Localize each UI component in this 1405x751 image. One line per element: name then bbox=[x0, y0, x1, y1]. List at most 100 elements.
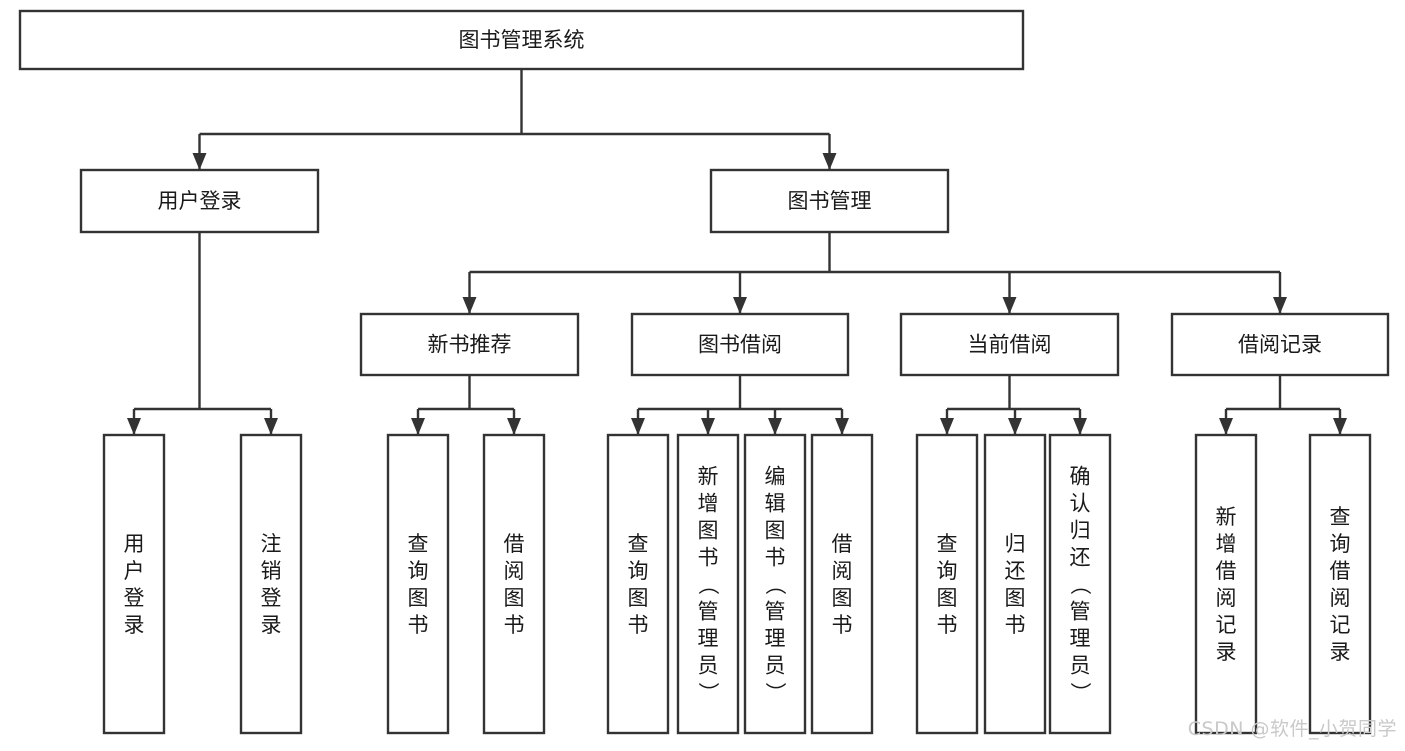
svg-text:辑: 辑 bbox=[765, 492, 786, 516]
svg-text:书: 书 bbox=[628, 613, 649, 637]
node-box-leaf-add-borrow-record[interactable] bbox=[1194, 433, 1258, 735]
svg-text:图: 图 bbox=[504, 586, 525, 610]
node-box-current-borrow[interactable] bbox=[899, 312, 1120, 377]
arrow-head-icon bbox=[1333, 418, 1347, 435]
node-box-leaf-confirm-return[interactable] bbox=[1048, 433, 1112, 735]
svg-text:还: 还 bbox=[1070, 546, 1091, 570]
level2-node[interactable]: 借阅记录 bbox=[1170, 312, 1390, 377]
arrow-head-icon bbox=[1073, 418, 1087, 435]
svg-text:书: 书 bbox=[765, 546, 786, 570]
svg-text:记: 记 bbox=[1216, 613, 1237, 637]
svg-text:查: 查 bbox=[408, 532, 429, 556]
node-box-leaf-edit-book[interactable] bbox=[743, 433, 807, 735]
svg-text:借: 借 bbox=[832, 532, 853, 556]
svg-text:查: 查 bbox=[628, 532, 649, 556]
svg-text:录: 录 bbox=[124, 613, 145, 637]
node-label-borrow-record: 借阅记录 bbox=[1238, 333, 1322, 357]
node-box-leaf-query-book-borrow[interactable] bbox=[606, 433, 670, 735]
svg-text:户: 户 bbox=[124, 559, 145, 583]
svg-text:（: （ bbox=[1068, 574, 1092, 595]
node-box-book-borrow[interactable] bbox=[630, 312, 850, 377]
svg-text:理: 理 bbox=[1070, 627, 1091, 651]
node-box-leaf-query-book-current[interactable] bbox=[915, 433, 979, 735]
svg-text:询: 询 bbox=[628, 559, 649, 583]
svg-text:确: 确 bbox=[1070, 465, 1091, 489]
node-box-user-login[interactable] bbox=[79, 168, 320, 234]
node-box-leaf-borrow-book-recommend[interactable] bbox=[482, 433, 546, 735]
svg-text:）: ） bbox=[1068, 682, 1092, 703]
svg-text:图: 图 bbox=[937, 586, 958, 610]
node-box-leaf-user-login[interactable] bbox=[102, 433, 166, 735]
arrow-head-icon bbox=[1273, 297, 1287, 314]
svg-text:询: 询 bbox=[1330, 532, 1351, 556]
svg-text:编: 编 bbox=[765, 465, 786, 489]
arrow-head-icon bbox=[940, 418, 954, 435]
csdn-watermark: CSDN @软件_小贺同学 bbox=[1187, 718, 1397, 740]
node-box-leaf-borrow-book[interactable] bbox=[810, 433, 874, 735]
node-box-leaf-query-book-recommend[interactable] bbox=[386, 433, 450, 735]
arrow-head-icon bbox=[1219, 418, 1233, 435]
svg-text:书: 书 bbox=[504, 613, 525, 637]
arrow-head-icon bbox=[507, 418, 521, 435]
svg-text:书: 书 bbox=[937, 613, 958, 637]
level2-node[interactable]: 当前借阅 bbox=[899, 312, 1120, 377]
svg-text:录: 录 bbox=[1216, 640, 1237, 664]
svg-text:登: 登 bbox=[261, 586, 282, 610]
svg-text:新: 新 bbox=[698, 465, 719, 489]
arrow-head-icon bbox=[192, 153, 207, 170]
svg-text:书: 书 bbox=[1005, 613, 1026, 637]
leaf-node[interactable]: 用户登录 bbox=[102, 433, 166, 735]
svg-text:员: 员 bbox=[765, 654, 786, 678]
arrow-head-icon bbox=[733, 297, 747, 314]
svg-text:阅: 阅 bbox=[832, 559, 853, 583]
svg-text:查: 查 bbox=[937, 532, 958, 556]
arrow-head-icon bbox=[822, 153, 837, 170]
svg-text:询: 询 bbox=[937, 559, 958, 583]
svg-text:书: 书 bbox=[408, 613, 429, 637]
level2-node[interactable]: 图书借阅 bbox=[630, 312, 850, 377]
svg-text:注: 注 bbox=[261, 532, 282, 556]
svg-text:借: 借 bbox=[1216, 559, 1237, 583]
node-box-leaf-add-book[interactable] bbox=[676, 433, 740, 735]
node-box-book-management[interactable] bbox=[709, 168, 950, 234]
node-box-borrow-record[interactable] bbox=[1170, 312, 1390, 377]
node-box-leaf-logout[interactable] bbox=[239, 433, 303, 735]
arrow-head-icon bbox=[1002, 297, 1017, 314]
node-box-root[interactable] bbox=[18, 9, 1025, 71]
svg-text:归: 归 bbox=[1070, 519, 1091, 543]
node-box-leaf-return-book[interactable] bbox=[983, 433, 1047, 735]
arrow-head-icon bbox=[1008, 418, 1022, 435]
svg-text:书: 书 bbox=[832, 613, 853, 637]
svg-text:员: 员 bbox=[698, 654, 719, 678]
node-box-new-book-recommend[interactable] bbox=[359, 312, 580, 377]
root-node[interactable]: 图书管理系统 bbox=[18, 9, 1025, 71]
arrow-head-icon bbox=[768, 418, 782, 435]
svg-text:（: （ bbox=[696, 574, 720, 595]
svg-text:图: 图 bbox=[765, 519, 786, 543]
level2-node[interactable]: 新书推荐 bbox=[359, 312, 580, 377]
svg-text:询: 询 bbox=[408, 559, 429, 583]
node-box-leaf-query-borrow-record[interactable] bbox=[1308, 433, 1372, 735]
svg-text:管: 管 bbox=[698, 600, 719, 624]
level1-node[interactable]: 用户登录 bbox=[79, 168, 320, 234]
level1-node[interactable]: 图书管理 bbox=[709, 168, 950, 234]
svg-text:（: （ bbox=[763, 574, 787, 595]
